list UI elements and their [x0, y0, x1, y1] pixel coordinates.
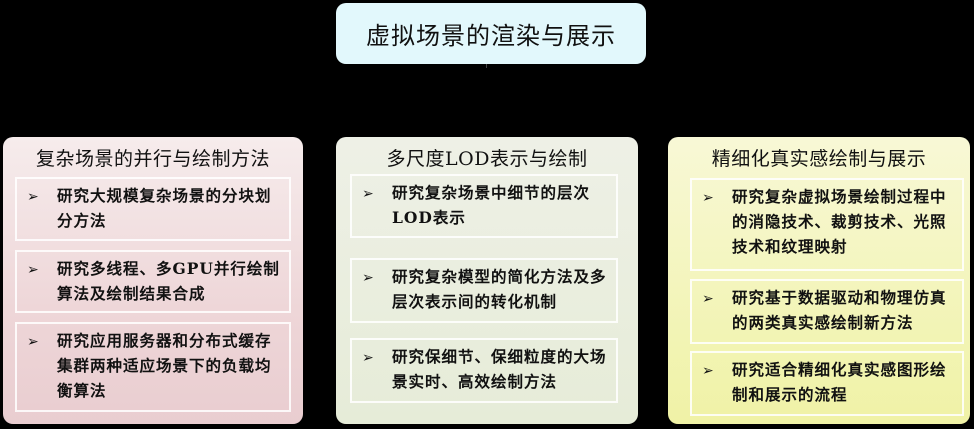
panel-lod: 多尺度LOD表示与绘制 ➢ 研究复杂场景中细节的层次LOD表示 ➢ 研究复杂模型…: [336, 137, 638, 424]
arrow-bullet-icon: ➢: [702, 291, 715, 307]
arrow-bullet-icon: ➢: [362, 186, 375, 202]
item-text: 研究应用服务器和分布式缓存集群两种适应场景下的负载均衡算法: [57, 331, 272, 400]
list-item: ➢ 研究保细节、保细粒度的大场景实时、高效绘制方法: [350, 338, 618, 403]
arrow-bullet-icon: ➢: [702, 363, 715, 379]
arrow-bullet-icon: ➢: [27, 189, 40, 205]
arrow-bullet-icon: ➢: [362, 350, 375, 366]
panel-title: 精细化真实感绘制与展示: [711, 148, 927, 170]
main-title-box: 虚拟场景的渲染与展示: [336, 3, 646, 64]
item-text: 研究基于数据驱动和物理仿真的两类真实感绘制新方法: [732, 288, 947, 332]
list-item: ➢ 研究多线程、多GPU并行绘制算法及绘制结果合成: [15, 250, 291, 313]
panel-realistic-rendering: 精细化真实感绘制与展示 ➢ 研究复杂虚拟场景绘制过程中的消隐技术、裁剪技术、光照…: [668, 137, 970, 424]
connector-line: [486, 64, 487, 68]
arrow-bullet-icon: ➢: [702, 190, 715, 206]
list-item: ➢ 研究应用服务器和分布式缓存集群两种适应场景下的负载均衡算法: [15, 322, 291, 412]
item-text: 研究复杂模型的简化方法及多层次表示间的转化机制: [392, 267, 607, 311]
list-item: ➢ 研究复杂模型的简化方法及多层次表示间的转化机制: [350, 258, 618, 323]
panel-parallel-rendering: 复杂场景的并行与绘制方法 ➢ 研究大规模复杂场景的分块划分方法 ➢ 研究多线程、…: [3, 137, 303, 424]
item-text: 研究保细节、保细粒度的大场景实时、高效绘制方法: [392, 347, 607, 391]
panel-title: 复杂场景的并行与绘制方法: [35, 148, 270, 170]
panel-title: 多尺度LOD表示与绘制: [386, 148, 588, 170]
arrow-bullet-icon: ➢: [27, 334, 40, 350]
item-text: 研究复杂虚拟场景绘制过程中的消隐技术、裁剪技术、光照技术和纹理映射: [732, 187, 947, 256]
arrow-bullet-icon: ➢: [362, 270, 375, 286]
list-item: ➢ 研究复杂虚拟场景绘制过程中的消隐技术、裁剪技术、光照技术和纹理映射: [690, 178, 964, 271]
list-item: ➢ 研究基于数据驱动和物理仿真的两类真实感绘制新方法: [690, 279, 964, 344]
item-text: 研究复杂场景中细节的层次LOD表示: [392, 183, 591, 227]
item-text: 研究适合精细化真实感图形绘制和展示的流程: [732, 360, 947, 404]
item-text: 研究大规模复杂场景的分块划分方法: [57, 186, 272, 230]
item-text: 研究多线程、多GPU并行绘制算法及绘制结果合成: [57, 259, 280, 303]
list-item: ➢ 研究适合精细化真实感图形绘制和展示的流程: [690, 351, 964, 416]
list-item: ➢ 研究复杂场景中细节的层次LOD表示: [350, 174, 618, 238]
arrow-bullet-icon: ➢: [27, 262, 40, 278]
list-item: ➢ 研究大规模复杂场景的分块划分方法: [15, 177, 291, 241]
main-title: 虚拟场景的渲染与展示: [366, 22, 616, 50]
